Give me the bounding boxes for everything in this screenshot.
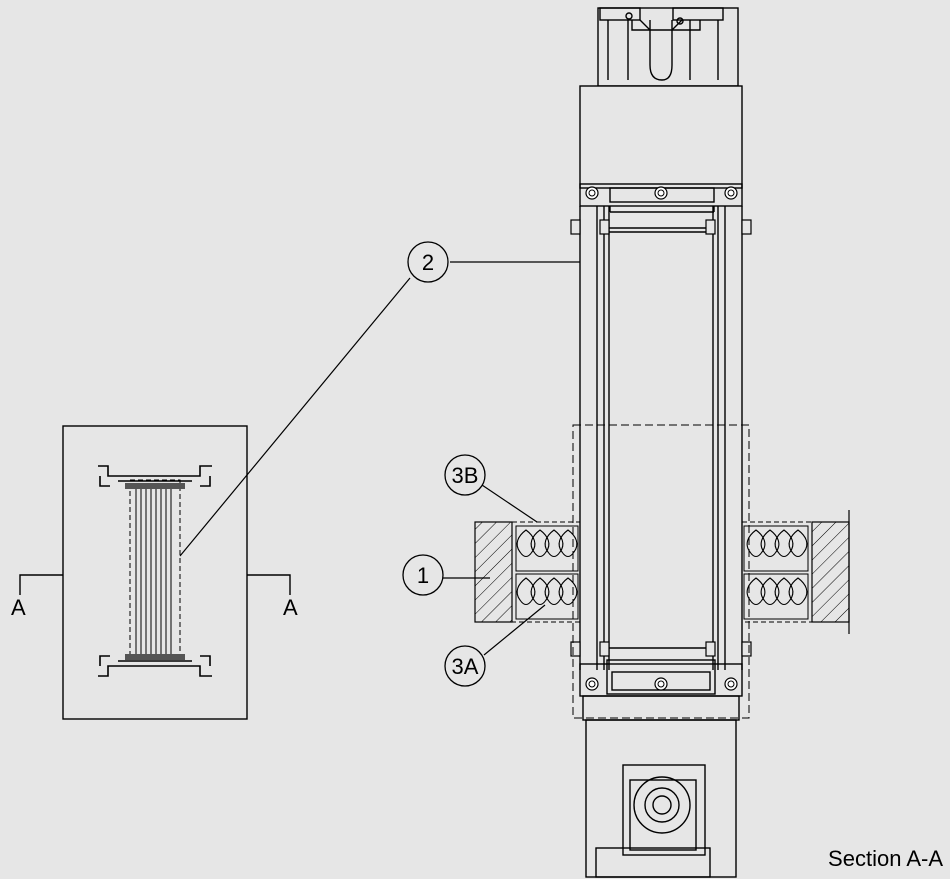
wall-right <box>741 510 850 634</box>
side-channels <box>579 206 743 670</box>
callout-1: 1 <box>402 554 490 596</box>
section-marker-left: A <box>11 574 63 620</box>
callout-3a-label: 3A <box>452 654 479 679</box>
detail-top-flange <box>98 465 212 489</box>
wall-opening-dashed <box>572 424 750 719</box>
main-assembly <box>474 7 850 878</box>
housing-box <box>579 85 743 189</box>
detail-frame <box>62 425 248 720</box>
callout-1-label: 1 <box>417 563 429 588</box>
detail-view: A A <box>11 425 298 720</box>
callout-2-label: 2 <box>422 250 434 275</box>
section-title: Section A-A <box>828 846 943 871</box>
callout-3b-label: 3B <box>452 463 479 488</box>
section-mark-right-label: A <box>283 595 298 620</box>
callout-3b: 3B <box>444 454 538 523</box>
callout-3a: 3A <box>444 604 546 687</box>
callout-2: 2 <box>179 241 580 557</box>
detail-bottom-flange <box>98 654 212 677</box>
detail-dashed-outline <box>129 479 181 659</box>
bottom-bracket <box>579 659 743 697</box>
bottom-housing <box>582 695 740 878</box>
top-bracket <box>579 183 743 213</box>
section-marker-right: A <box>247 574 298 620</box>
section-mark-left-label: A <box>11 595 26 620</box>
actuator-knob-icon <box>633 776 691 834</box>
top-actuator <box>597 7 739 87</box>
detail-web-layers <box>135 489 172 654</box>
side-bolts <box>570 219 752 657</box>
wall-left <box>474 521 581 623</box>
